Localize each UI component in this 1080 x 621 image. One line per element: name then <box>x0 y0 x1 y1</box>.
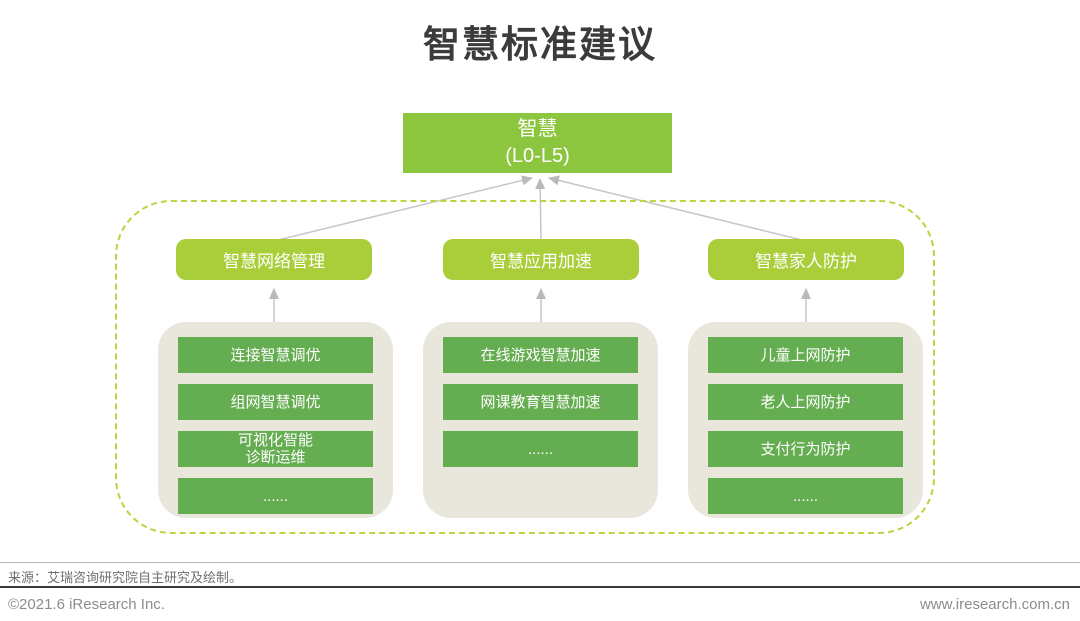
leaf-node: ...... <box>178 478 373 514</box>
copyright-label: ©2021.6 iResearch Inc. <box>8 596 165 613</box>
leaf-node: 支付行为防护 <box>708 431 903 467</box>
leaf-node: ...... <box>443 431 638 467</box>
branch-node-family: 智慧家人防护 <box>708 239 904 280</box>
source-note: 来源：艾瑞咨询研究院自主研究及绘制。 <box>8 570 243 585</box>
leaf-node: ...... <box>708 478 903 514</box>
branch-panel-acceleration: 在线游戏智慧加速 网课教育智慧加速 ...... <box>423 322 658 518</box>
branch-node-acceleration: 智慧应用加速 <box>443 239 639 280</box>
root-node: 智慧 (L0-L5) <box>403 113 672 173</box>
website-label: www.iresearch.com.cn <box>919 596 1070 613</box>
leaf-node: 儿童上网防护 <box>708 337 903 373</box>
branch-node-network: 智慧网络管理 <box>176 239 372 280</box>
leaf-node: 组网智慧调优 <box>178 384 373 420</box>
branch-panel-family: 儿童上网防护 老人上网防护 支付行为防护 ...... <box>688 322 923 518</box>
root-node-line2: (L0-L5) <box>505 145 570 167</box>
leaf-node: 网课教育智慧加速 <box>443 384 638 420</box>
branch-panel-network: 连接智慧调优 组网智慧调优 可视化智能 诊断运维 ...... <box>158 322 393 518</box>
source-divider <box>0 562 1080 563</box>
footer-divider <box>0 586 1080 588</box>
page-title: 智慧标准建议 <box>423 24 657 65</box>
leaf-node: 老人上网防护 <box>708 384 903 420</box>
leaf-node: 可视化智能 诊断运维 <box>178 431 373 467</box>
leaf-node: 连接智慧调优 <box>178 337 373 373</box>
leaf-node: 在线游戏智慧加速 <box>443 337 638 373</box>
root-node-line1: 智慧 <box>517 118 558 140</box>
dashed-frame <box>115 200 935 534</box>
